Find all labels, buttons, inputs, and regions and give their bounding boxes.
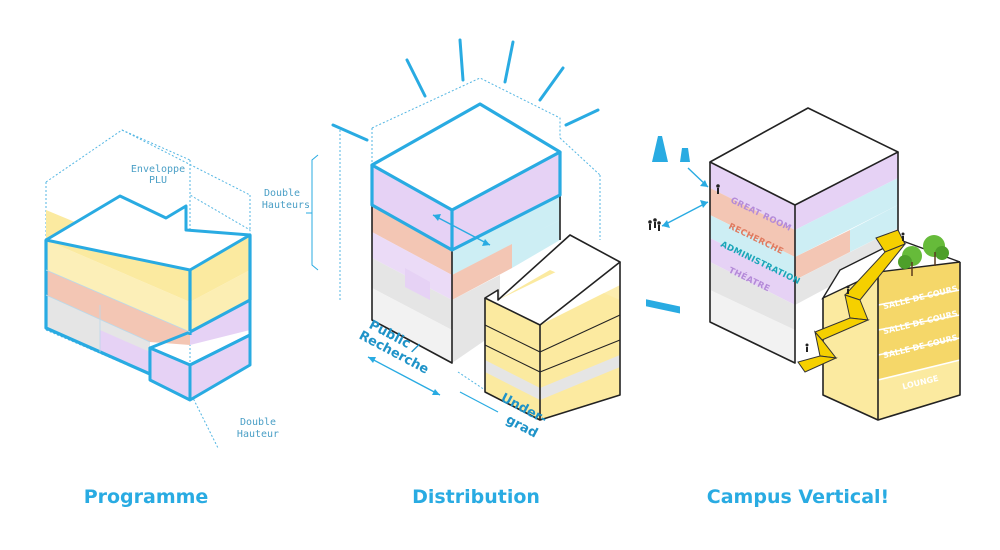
stair-icon [797,229,907,373]
programme-diagram: Enveloppe PLU Double Hauteur Programme [44,129,279,508]
campus-diagram: GREAT ROOM RECHERCHE ADMINISTRATION THÉA… [646,107,961,508]
programme-double-label-1: Double [240,417,276,428]
programme-double-label-2: Hauteur [237,429,279,440]
caption-campus: Campus Vertical! [707,486,889,508]
programme-envelope-label-1: Enveloppe [131,164,185,175]
sun-rays-icon [331,38,600,142]
distribution-double-label-1: Double [264,188,300,199]
distribution-envelope-outline [339,77,601,401]
tree-icon [898,235,949,276]
distribution-diagram: Double Hauteurs Public / Recherche Under… [262,38,621,508]
distribution-double-label-2: Hauteurs [262,200,310,211]
landmark-icon [646,136,690,314]
people-icon [648,184,905,352]
programme-envelope-label-2: PLU [149,175,167,186]
caption-distribution: Distribution [412,486,540,508]
caption-programme: Programme [84,486,209,508]
